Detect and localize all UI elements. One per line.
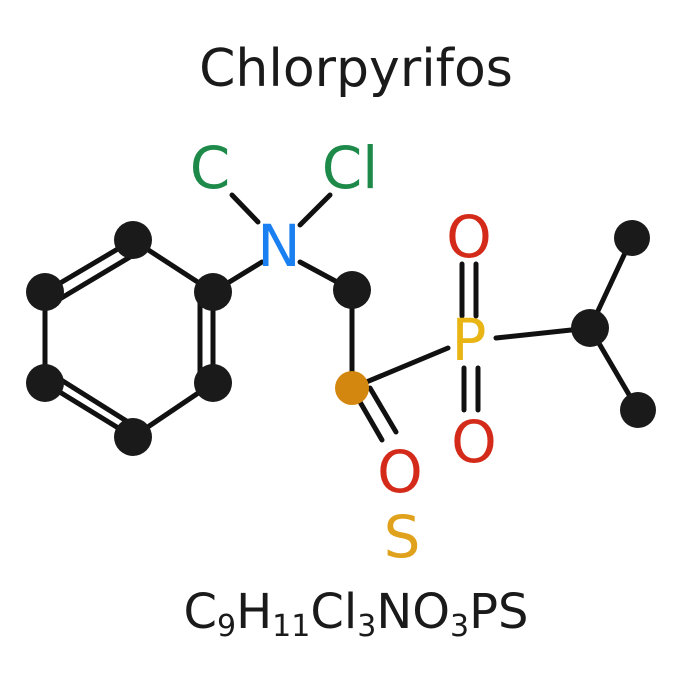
bond-ring-double bbox=[55, 254, 133, 303]
carbon-atom bbox=[26, 273, 64, 311]
atom-n: N bbox=[257, 212, 300, 280]
bond-cl-n bbox=[297, 192, 333, 228]
linker-atom bbox=[335, 371, 369, 405]
bond-c-n bbox=[229, 192, 261, 225]
carbon-atom bbox=[26, 364, 64, 402]
atom-o-bottom: O bbox=[451, 408, 497, 476]
atom-s: S bbox=[384, 503, 421, 571]
atom-c: C bbox=[190, 134, 231, 202]
atom-o-lower: O bbox=[377, 438, 423, 506]
bond-c-o-double bbox=[367, 385, 399, 435]
atom-p: P bbox=[452, 306, 487, 374]
title: Chlorpyrifos bbox=[199, 39, 513, 99]
carbon-atom bbox=[614, 220, 650, 256]
bond-ring-double bbox=[55, 375, 131, 425]
carbon-atom bbox=[114, 221, 152, 259]
molecular-formula: C9H11Cl3NO3PS bbox=[183, 584, 528, 644]
carbon-atom bbox=[333, 271, 371, 309]
atom-o-top: O bbox=[446, 203, 492, 271]
carbon-atom bbox=[114, 418, 152, 456]
carbon-atom bbox=[194, 364, 232, 402]
atom-cl: Cl bbox=[322, 134, 379, 202]
carbon-atoms bbox=[26, 220, 656, 456]
carbon-atom bbox=[571, 309, 609, 347]
atom-labels: C Cl N P O O O S bbox=[190, 134, 497, 571]
carbon-atom bbox=[194, 273, 232, 311]
carbon-atom bbox=[620, 392, 656, 428]
bond-c-p bbox=[349, 345, 451, 391]
